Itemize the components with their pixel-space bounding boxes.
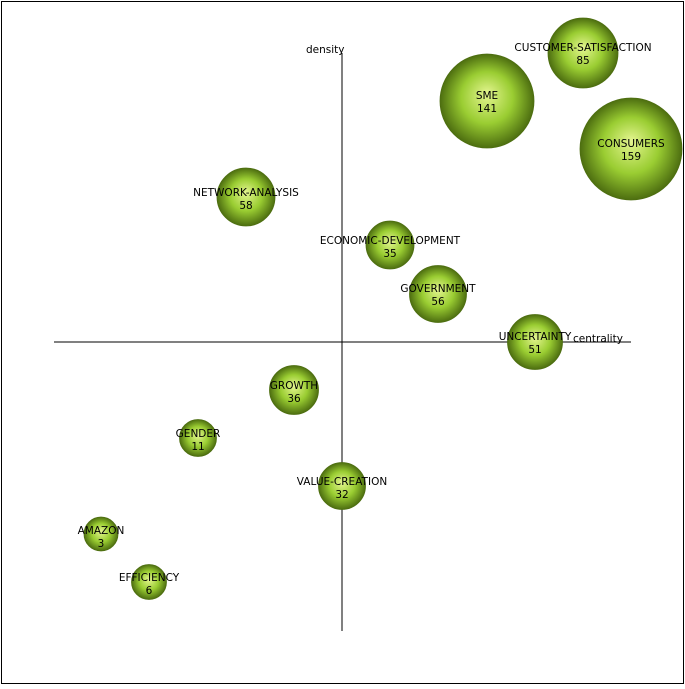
bubble-value-uncertainty: 51 — [528, 344, 541, 356]
bubble-label-efficiency: EFFICIENCY — [119, 572, 180, 584]
bubble-label-value-creation: VALUE-CREATION — [297, 476, 387, 488]
bubble-government — [409, 265, 467, 323]
bubble-label-government: GOVERNMENT — [400, 283, 476, 295]
bubble-growth — [269, 365, 319, 415]
bubble-amazon — [83, 516, 119, 552]
bubble-label-network-analysis: NETWORK-ANALYSIS — [193, 187, 299, 199]
bubble-label-sme: SME — [476, 90, 498, 102]
bubble-gender — [179, 419, 217, 457]
bubble-value-value-creation: 32 — [335, 489, 348, 501]
bubble-efficiency — [131, 564, 167, 600]
bubble-economic-development — [365, 220, 415, 270]
x-axis-label: centrality — [573, 333, 623, 345]
bubble-value-sme: 141 — [477, 103, 497, 115]
bubble-value-economic-development: 35 — [383, 248, 396, 260]
bubble-label-gender: GENDER — [176, 428, 221, 440]
bubble-value-consumers: 159 — [621, 151, 641, 163]
bubble-network-analysis — [216, 167, 276, 227]
bubble-label-consumers: CONSUMERS — [597, 138, 665, 150]
bubble-label-customer-satisfaction: CUSTOMER-SATISFACTION — [514, 42, 651, 54]
bubble-value-government: 56 — [431, 296, 445, 308]
bubble-value-efficiency: 6 — [146, 585, 153, 597]
y-axis-label: density — [306, 44, 345, 56]
bubble-label-economic-development: ECONOMIC-DEVELOPMENT — [320, 235, 461, 247]
bubbles-layer — [83, 17, 683, 600]
bubble-value-gender: 11 — [191, 441, 204, 453]
bubble-label-amazon: AMAZON — [78, 525, 125, 537]
bubble-consumers — [579, 97, 683, 201]
bubble-value-growth: 36 — [287, 393, 301, 405]
bubble-value-customer-satisfaction: 85 — [576, 55, 589, 67]
bubble-value-network-analysis: 58 — [239, 200, 252, 212]
bubble-label-growth: GROWTH — [270, 380, 318, 392]
bubble-uncertainty — [507, 314, 563, 370]
bubble-value-creation — [318, 462, 366, 510]
labels-layer: CUSTOMER-SATISFACTION85SME141CONSUMERS15… — [78, 42, 665, 597]
bubble-label-uncertainty: UNCERTAINTY — [499, 331, 572, 343]
bubble-value-amazon: 3 — [98, 538, 105, 550]
bubble-customer-satisfaction — [547, 17, 619, 89]
bubble-sme — [439, 53, 535, 149]
